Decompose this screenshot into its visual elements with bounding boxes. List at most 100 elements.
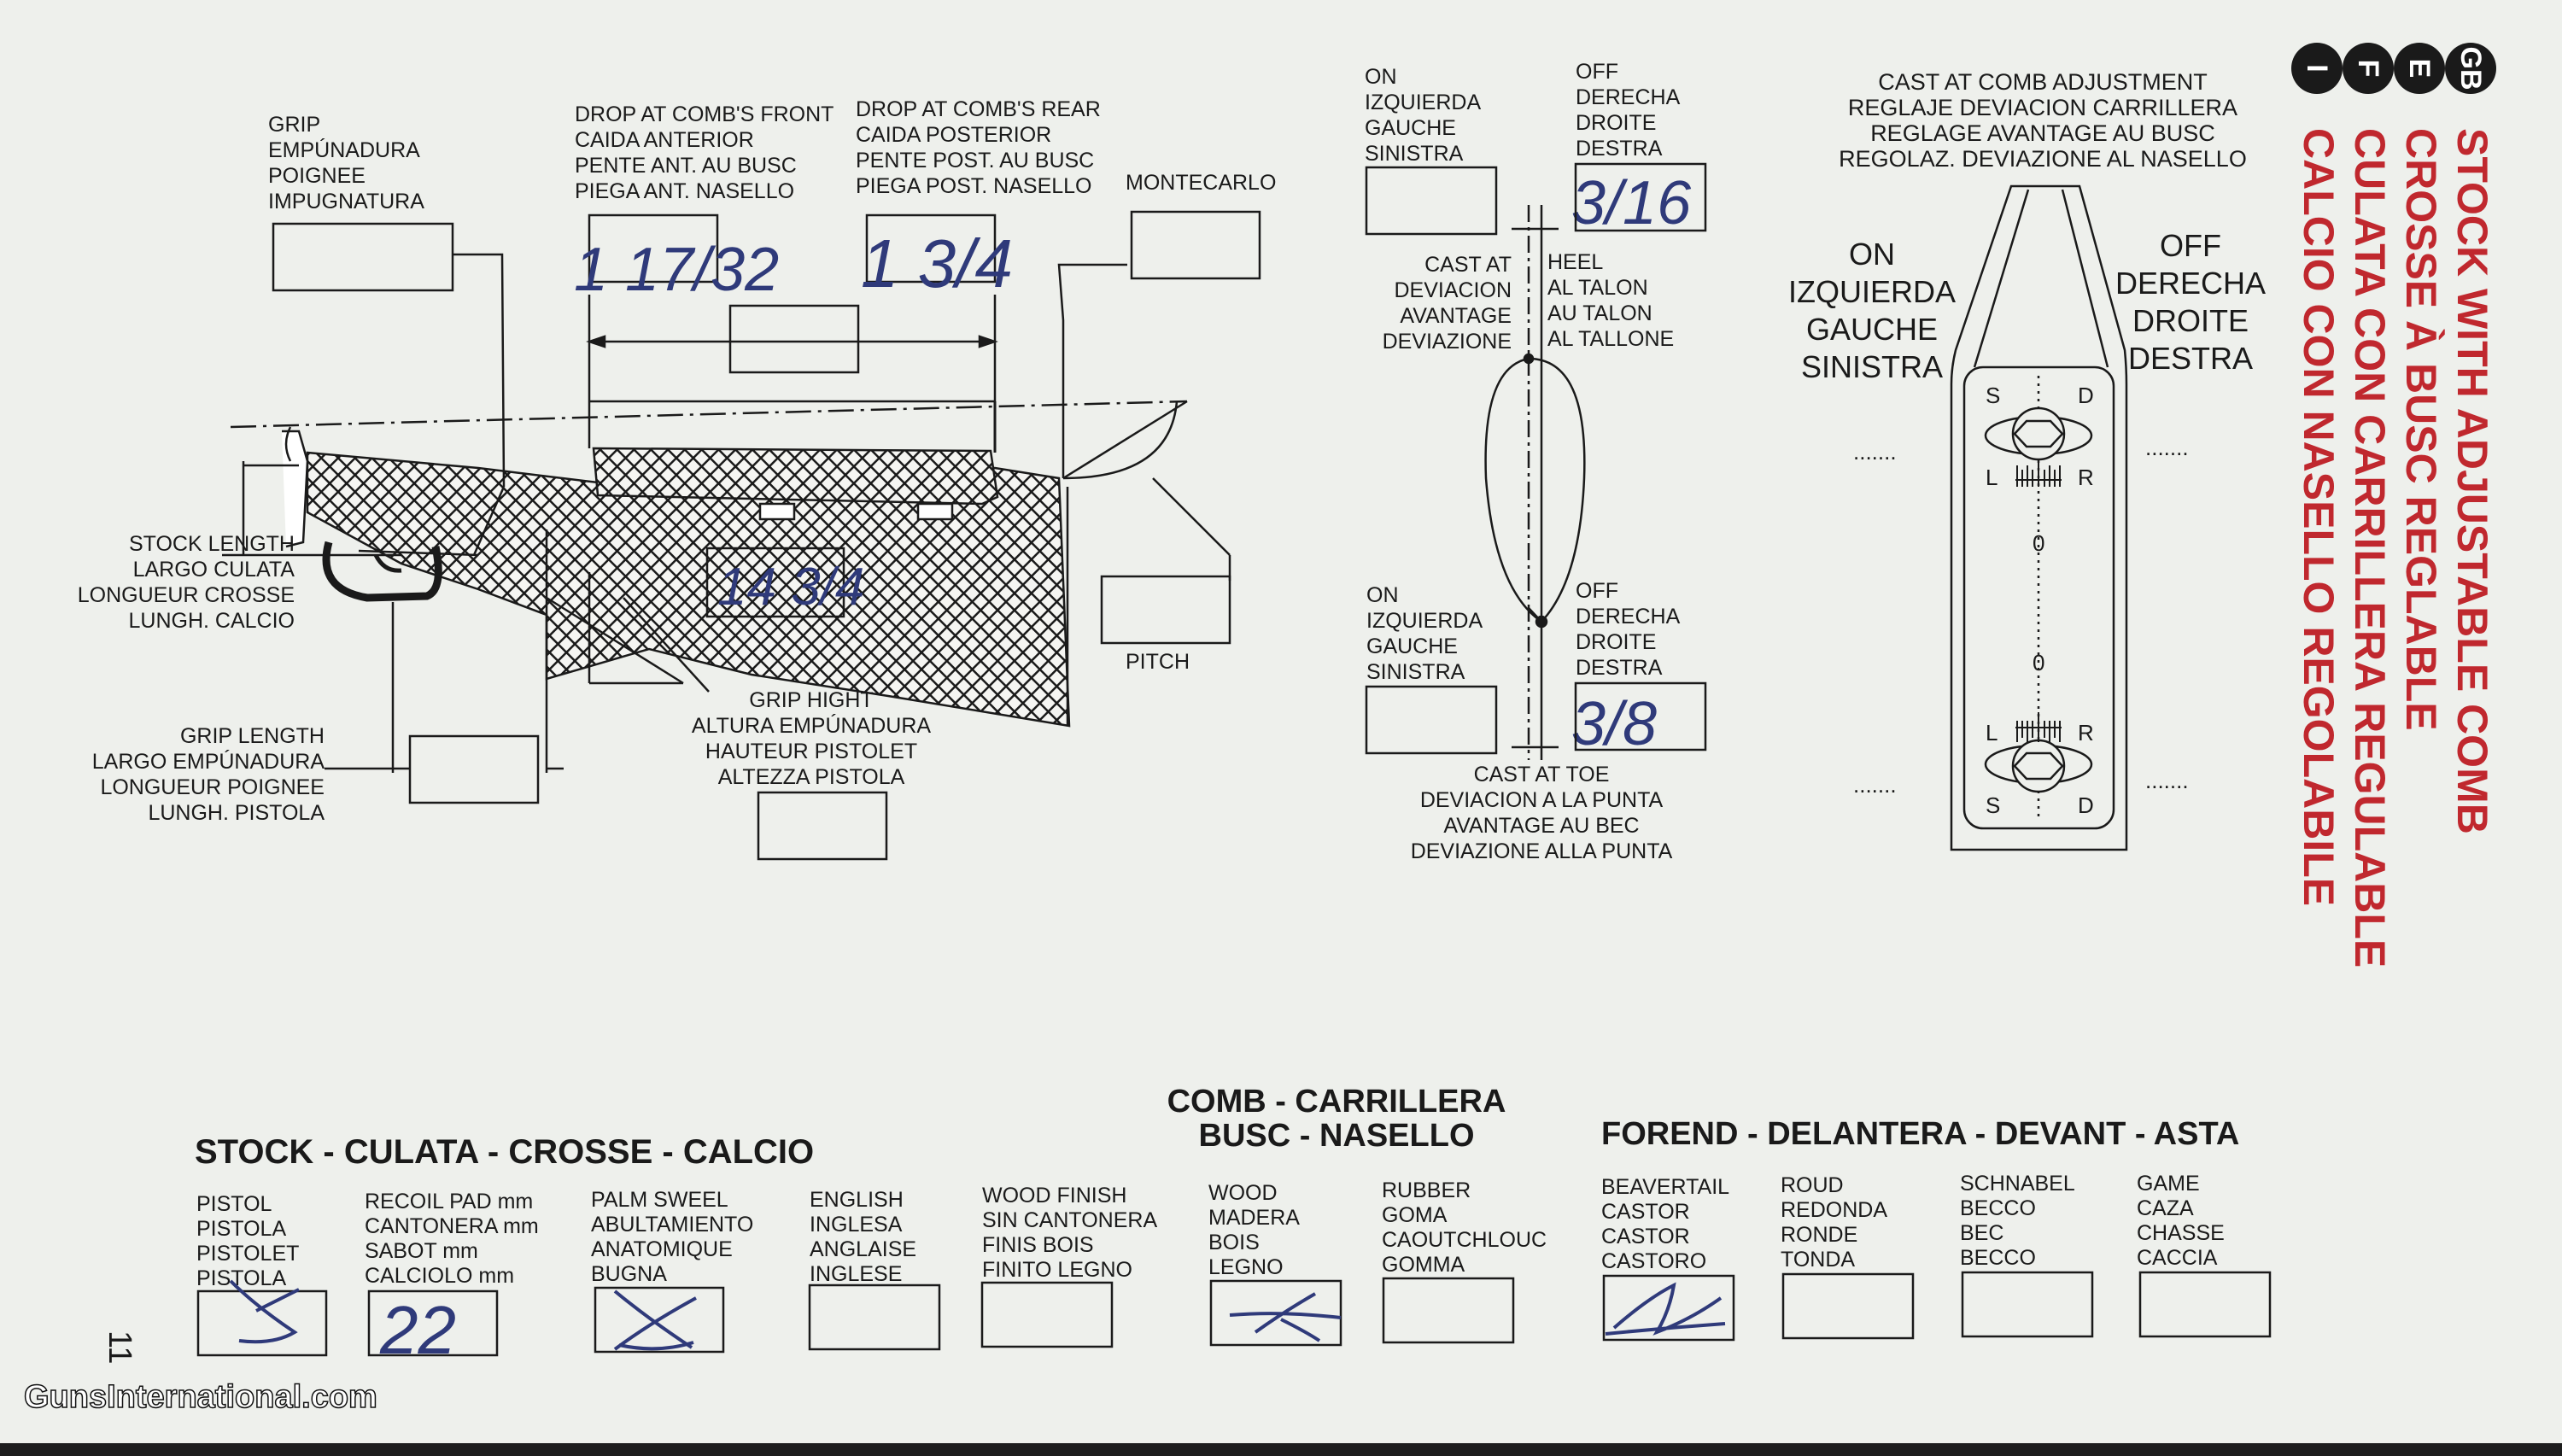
heading-i-text: CALCIO CON NASELLO REGOLABILE (2295, 128, 2343, 906)
heading-gb-text: STOCK WITH ADJUSTABLE COMB (2448, 128, 2496, 834)
checkbox-beavertail[interactable] (1602, 1274, 1735, 1342)
scale-s-bottom: S (1986, 792, 2000, 818)
page-number: 11 (102, 1330, 137, 1364)
heading-f-text: CULATA CON CARRILLERA REGULABLE (2346, 128, 2394, 968)
checkbox-game[interactable] (2138, 1271, 2272, 1338)
grip-box (272, 222, 454, 292)
badge-gb: GB (2454, 47, 2487, 91)
montecarlo-label: MONTECARLO (1126, 171, 1276, 195)
comb-dots-right-bottom: ....... (2145, 768, 2189, 793)
pitch-box (1100, 575, 1231, 645)
comb-top-view (1950, 184, 2128, 851)
scale-r-top: R (2078, 465, 2094, 490)
stock-heading: STOCK - CULATA - CROSSE - CALCIO (195, 1133, 814, 1171)
badge-e: E (2403, 59, 2436, 79)
heading-e: E CROSSE À BUSC REGLABLE (2394, 43, 2445, 731)
handwritten-values: 1 17/32 1 3/4 14 3/4 3/16 3/8 (574, 169, 1692, 758)
trigger-guard (322, 541, 442, 602)
badge-f: F (2352, 60, 2384, 78)
grip-height-box (757, 791, 888, 861)
cast-toe-on-box (1365, 685, 1498, 755)
checkbox-english[interactable] (808, 1284, 941, 1351)
comb-dots-left-bottom: ....... (1853, 772, 1897, 798)
checkbox-comb-rubber[interactable] (1382, 1277, 1515, 1344)
heel-value: 3/16 (1571, 169, 1692, 237)
scale-l-bottom: L (1986, 720, 1998, 746)
comb-dots-left-top: ....... (1853, 439, 1897, 465)
checkbox-pistol[interactable] (196, 1289, 328, 1357)
checkbox-palm-swell[interactable] (594, 1286, 725, 1354)
comb-scales (2015, 461, 2062, 742)
handwritten-marks (229, 1279, 1726, 1351)
options-checkboxes (196, 1271, 2272, 1357)
stock-diagram (222, 253, 1231, 773)
scale-r-bottom: R (2078, 720, 2094, 746)
comb-piece (592, 447, 999, 506)
scale-s-top: S (1986, 383, 2000, 408)
language-headings: GB STOCK WITH ADJUSTABLE COMB E CROSSE À… (2291, 43, 2496, 968)
drop-front-box (588, 213, 719, 284)
stock-length-box (705, 547, 845, 618)
checkbox-comb-wood[interactable] (1209, 1279, 1342, 1347)
drop-rear-box (865, 213, 997, 284)
badge-i: I (2301, 64, 2333, 72)
checkbox-recoil-pad[interactable] (367, 1289, 499, 1357)
montecarlo-box (1130, 210, 1261, 280)
grip-length-box (408, 734, 540, 804)
options-headings: STOCK - CULATA - CROSSE - CALCIO COMB - … (195, 1084, 2239, 1171)
heading-gb: GB STOCK WITH ADJUSTABLE COMB (2445, 43, 2496, 834)
watermark: GunsInternational.com (24, 1379, 377, 1415)
pistol-mark (229, 1279, 300, 1344)
toe-value: 3/8 (1571, 690, 1657, 758)
checkbox-schnabel[interactable] (1961, 1271, 2094, 1338)
recoil-pad-value: 22 (379, 1292, 456, 1368)
checkbox-wood-finish[interactable] (980, 1281, 1114, 1348)
heading-e-text: CROSSE À BUSC REGLABLE (2397, 128, 2445, 731)
scale-d-top: D (2078, 383, 2094, 408)
forend-heading: FOREND - DELANTERA - DEVANT - ASTA (1601, 1116, 2239, 1152)
heading-i: I CALCIO CON NASELLO REGOLABILE (2291, 43, 2343, 906)
palm-mark (613, 1289, 697, 1351)
scale-d-bottom: D (2078, 792, 2094, 818)
stock-boxes (272, 210, 1261, 861)
scale-zero-top: 0 (2033, 530, 2044, 556)
checkbox-round[interactable] (1781, 1272, 1915, 1340)
comb-adjust-diagram (1950, 184, 2128, 851)
comb-wood-mark (1229, 1292, 1342, 1342)
cast-heel-on-box (1365, 166, 1498, 236)
beavertail-mark (1605, 1282, 1726, 1336)
